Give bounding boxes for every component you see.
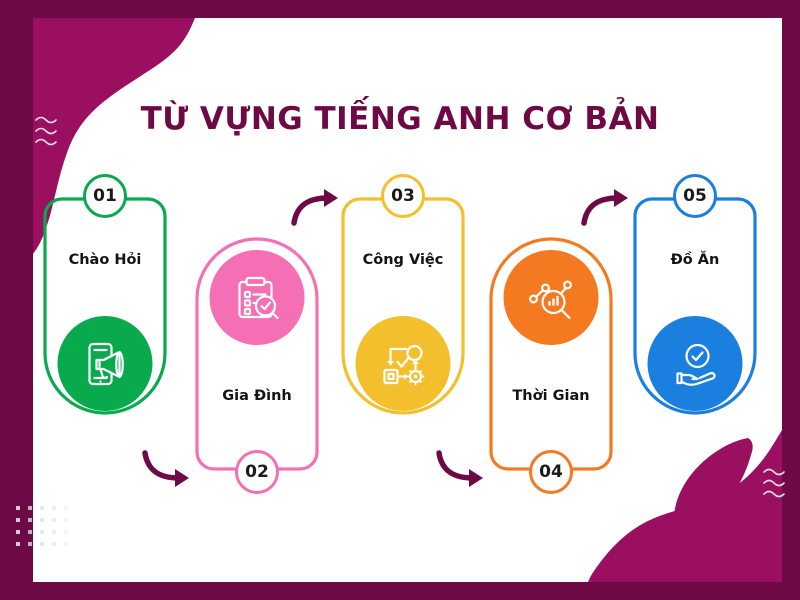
step-label-04: Thời Gian [512,388,590,404]
step-label-02: Gia Đình [222,388,292,404]
clipboard-search-icon [209,250,305,345]
workflow-gear-icon [355,316,451,411]
step-card-04[interactable]: 04 Thời Gian [488,236,614,494]
step-label-01: Chào Hỏi [68,252,142,268]
step-card-02[interactable]: 02 Gia Đình [194,236,320,494]
step-badge-01: 01 [83,174,127,218]
card-outline-04 [488,236,614,472]
arrow-02-to-03 [288,189,350,229]
hand-check-icon [647,316,743,411]
arrow-03-to-04 [433,447,495,487]
chart-magnifier-icon [503,250,599,345]
step-card-05[interactable]: 05 Đồ Ăn [632,174,758,416]
step-badge-05: 05 [673,174,717,218]
step-badge-04: 04 [529,450,573,494]
page-title: TỪ VỰNG TIẾNG ANH CƠ BẢN [140,101,660,137]
card-outline-03 [340,196,466,416]
step-card-03[interactable]: 03 Công Việc [340,174,466,416]
step-badge-02: 02 [235,450,279,494]
step-badge-03: 03 [381,174,425,218]
arrow-01-to-02 [139,447,201,487]
card-outline-02 [194,236,320,472]
step-card-01[interactable]: 01 Chào Hỏi [42,174,168,416]
step-label-03: Công Việc [362,252,444,268]
card-outline-05 [632,196,758,416]
arrow-04-to-05 [578,189,640,229]
card-outline-01 [42,196,168,416]
phone-megaphone-icon [57,316,153,411]
step-label-05: Đồ Ăn [670,252,720,268]
